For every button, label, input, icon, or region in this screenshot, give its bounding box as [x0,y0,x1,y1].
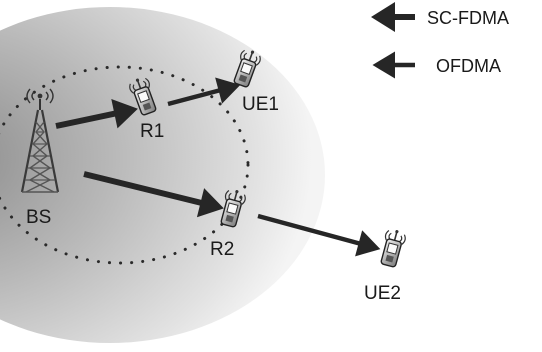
ue1-label: UE1 [242,94,279,115]
r1-label: R1 [140,121,164,142]
legend-label-scfdma: SC-FDMA [427,8,509,28]
ue2-phone-icon [377,226,408,269]
relay-orbit-dotted [0,65,250,265]
r2-label: R2 [210,239,234,260]
legend-label-ofdma: OFDMA [436,56,501,76]
arrow-ue1-to-r1 [167,77,241,107]
cell-coverage-area [0,7,325,343]
arrow-r2-to-bs [83,171,224,218]
bs-label: BS [26,207,51,228]
ue2-label: UE2 [364,283,401,304]
cell-tower-icon [20,88,60,193]
legend: SC-FDMA OFDMA [371,2,509,79]
arrow-ue2-to-r2 [257,213,381,257]
arrow-r1-to-bs [55,99,138,129]
